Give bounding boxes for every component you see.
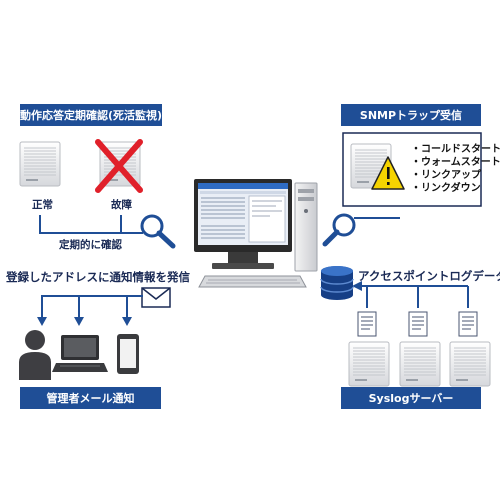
normal-label: 正常: [32, 199, 53, 211]
periodic-check-bracket: [39, 215, 143, 234]
ap-log-data-label: アクセスポイントログデータ: [358, 269, 500, 283]
admin-mail-title: 管理者メール通知: [20, 387, 161, 409]
syslog-server-title: Syslogサーバー: [341, 387, 481, 409]
notify-arrows: [41, 295, 143, 318]
magnifier-right-icon: [322, 213, 356, 247]
mail-icon: [141, 287, 171, 308]
liveness-check-title: 動作応答定期確認(死活監視): [20, 104, 162, 126]
log-connector: [362, 285, 469, 308]
log-doc-icon: [357, 311, 478, 337]
syslog-ap-icon: [348, 341, 491, 387]
database-icon: [320, 266, 354, 300]
trap-item: ・リンクダウン: [411, 183, 481, 194]
trap-item: ・コールドスタート: [411, 144, 500, 155]
normal-ap-icon: [19, 141, 61, 187]
periodic-check-label: 定期的に確認: [59, 239, 122, 251]
pc-tower-icon: [294, 182, 318, 272]
pc-monitor-icon: [194, 179, 292, 269]
fault-label: 故障: [111, 199, 132, 211]
error-x-icon: [95, 139, 143, 193]
warning-icon: [371, 156, 405, 190]
notify-text: 登録したアドレスに通知情報を発信: [6, 270, 190, 284]
trap-list: ・コールドスタート ・ウォームスタート ・リンクアップ ・リンクダウン: [411, 143, 500, 195]
magnifier-left-icon: [140, 214, 176, 249]
snmp-trap-title: SNMPトラップ受信: [341, 104, 481, 126]
admin-person-icon: [19, 330, 51, 380]
keyboard-icon: [198, 275, 307, 288]
trap-item: ・リンクアップ: [411, 170, 481, 181]
laptop-icon: [52, 335, 108, 372]
trap-item: ・ウォームスタート: [411, 157, 500, 168]
smartphone-icon: [117, 334, 139, 374]
